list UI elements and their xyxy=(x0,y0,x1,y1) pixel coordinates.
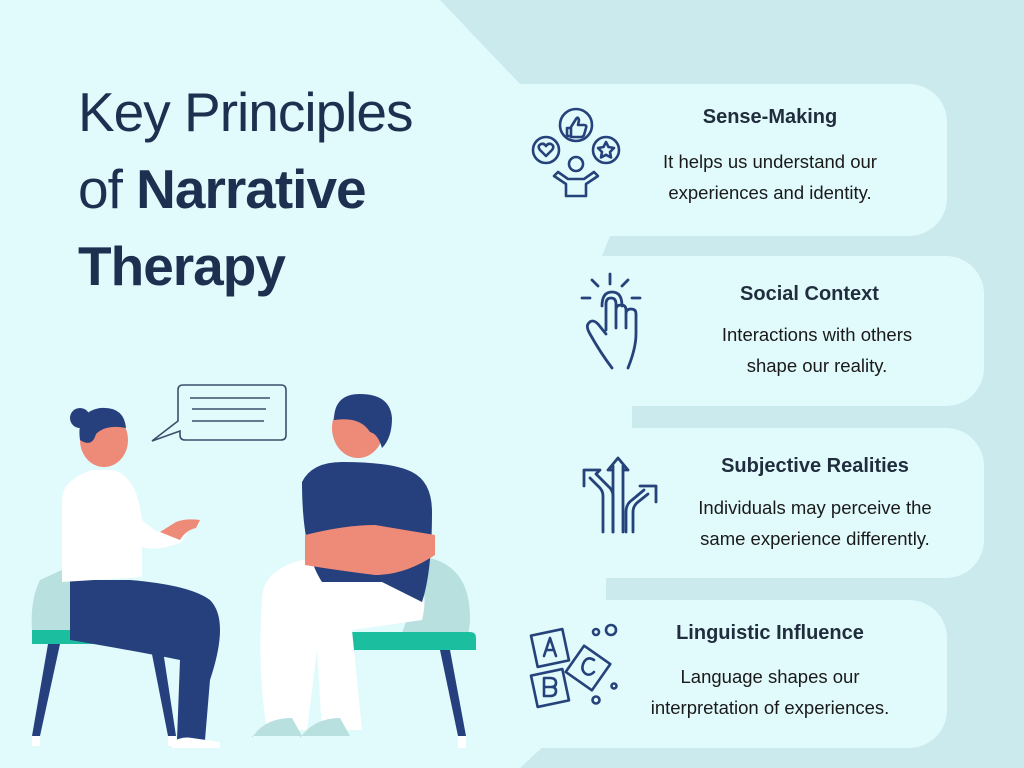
title-line-3: Therapy xyxy=(78,235,286,297)
principle-heading: Social Context xyxy=(740,283,879,305)
principle-heading: Sense-Making xyxy=(702,106,838,128)
diverging-arrows-icon xyxy=(582,456,658,534)
principle-card-linguistic-influence: Linguistic Influence Language shapes our… xyxy=(520,600,947,748)
principle-description: Interactions with others shape our reali… xyxy=(721,324,913,376)
principle-description: Language shapes our interpretation of ex… xyxy=(650,666,890,718)
page-title: Key Principles of Narrative Therapy xyxy=(78,74,413,305)
principle-card-sense-making: Sense-Making It helps us understand our … xyxy=(520,84,947,236)
pointing-hand-icon xyxy=(580,272,642,370)
title-line-1: Key Principles xyxy=(78,81,413,143)
principle-card-subjective-realities: Subjective Realities Individuals may per… xyxy=(582,428,984,578)
principle-heading: Subjective Realities xyxy=(721,455,909,477)
title-line-2: of Narrative xyxy=(78,158,367,220)
principle-description: Individuals may perceive the same experi… xyxy=(698,497,932,549)
alphabet-blocks-icon xyxy=(529,623,618,709)
principle-description: It helps us understand our experiences a… xyxy=(663,151,877,203)
therapy-session-illustration xyxy=(31,384,476,748)
principle-card-social-context: Social Context Interactions with others … xyxy=(580,256,984,406)
speech-bubble-icon xyxy=(151,384,287,442)
sense-making-icon xyxy=(531,107,621,198)
principle-heading: Linguistic Influence xyxy=(676,622,864,644)
